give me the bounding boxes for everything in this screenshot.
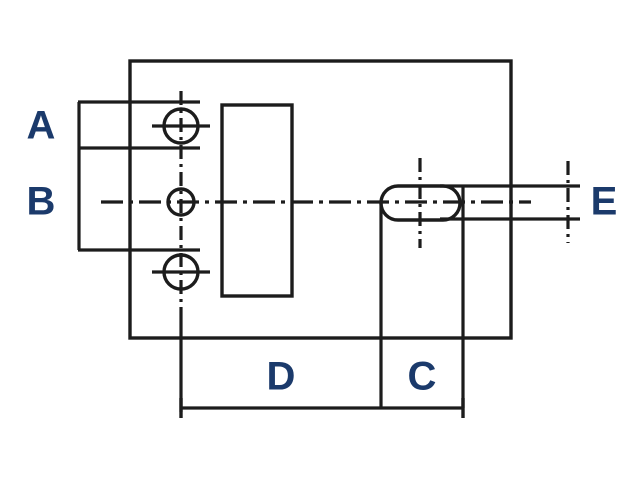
dimension-e-group: E bbox=[440, 161, 617, 243]
dimension-b-label: B bbox=[27, 180, 56, 224]
dimension-d-group: D bbox=[179, 308, 381, 418]
dimension-c-group: C bbox=[381, 355, 465, 418]
hole-group bbox=[152, 107, 210, 291]
dimension-c-label: C bbox=[408, 355, 437, 399]
body-outline-group bbox=[128, 59, 513, 340]
slot-feature-group bbox=[379, 158, 465, 408]
dimension-b-group: B bbox=[27, 148, 200, 252]
dimension-e-label: E bbox=[591, 180, 618, 224]
dimension-a-label: A bbox=[27, 104, 56, 148]
dimension-a-group: A bbox=[27, 100, 200, 150]
body-outline-rect bbox=[128, 59, 513, 340]
center-hole-circle bbox=[166, 187, 196, 217]
dimension-d-label: D bbox=[267, 355, 296, 399]
